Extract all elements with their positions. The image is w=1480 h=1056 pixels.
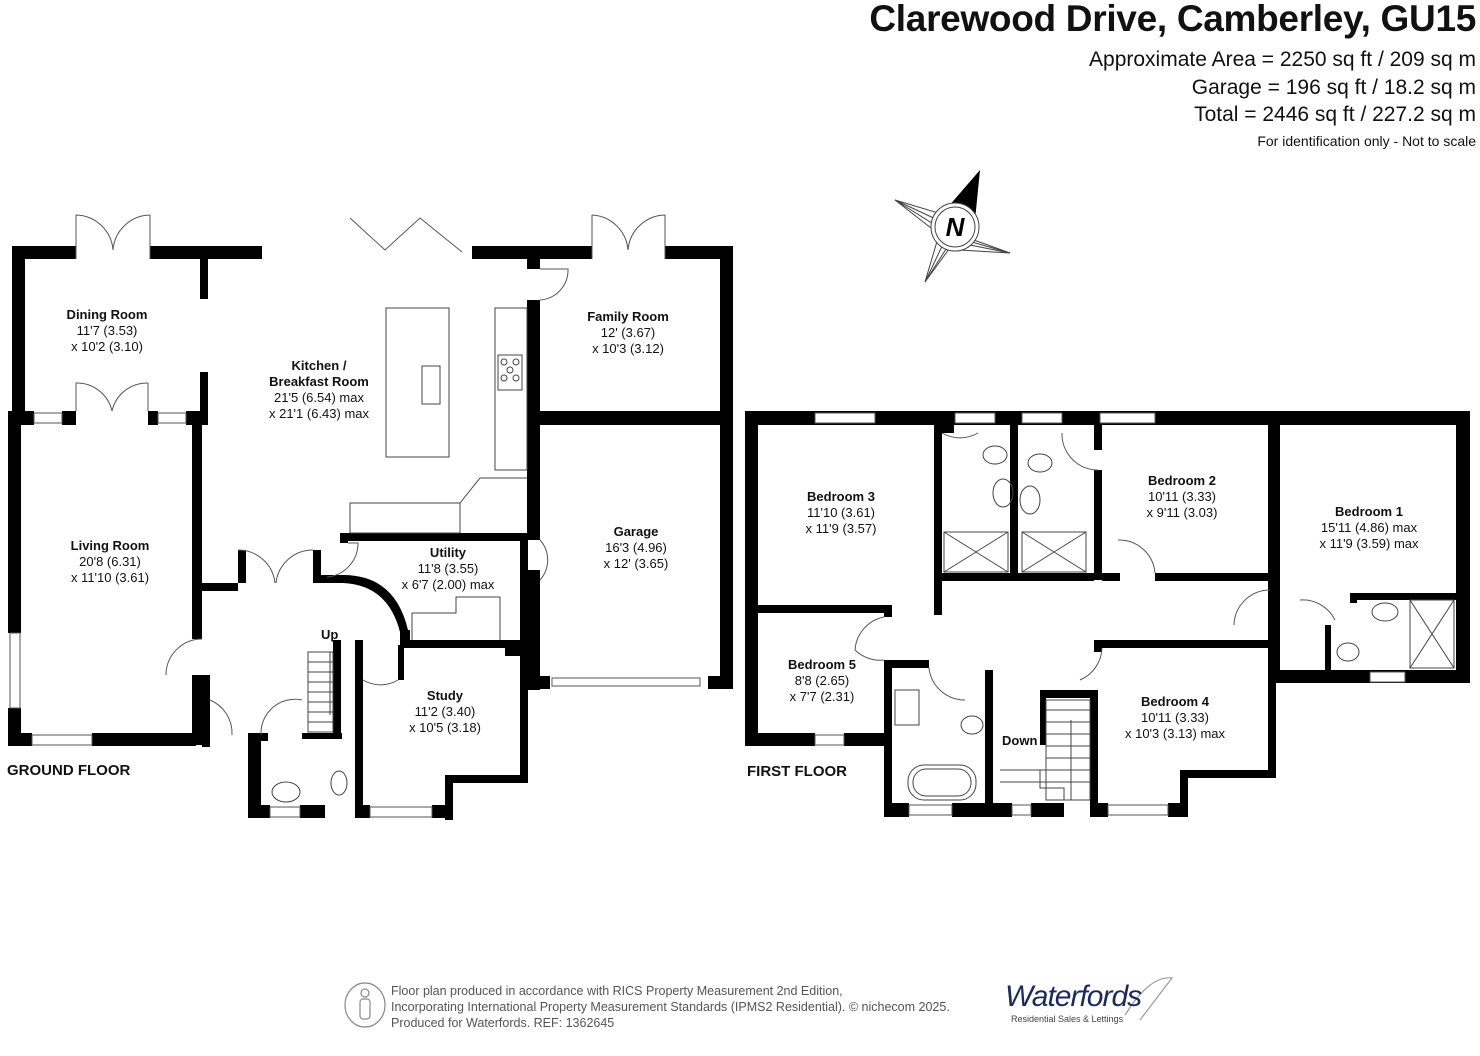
footer-disclaimer: Floor plan produced in accordance with R…	[391, 983, 950, 1031]
ground-floor-label: GROUND FLOOR	[7, 762, 131, 779]
room-label-bedroom-4: Bedroom 4 10'11 (3.33) x 10'3 (3.13) max	[1124, 694, 1226, 741]
logo-brand: Waterfords	[1005, 980, 1142, 1013]
scale-note: For identification only - Not to scale	[1257, 133, 1476, 149]
room-label-family-room: Family Room 12' (3.67) x 10'3 (3.12)	[587, 309, 669, 356]
room-label-bedroom-2: Bedroom 2 10'11 (3.33) x 9'11 (3.03)	[1146, 473, 1218, 520]
compass-icon: N	[894, 170, 1011, 283]
garage-area: Garage = 196 sq ft / 18.2 sq m	[1191, 76, 1476, 99]
room-label-bedroom-1: Bedroom 1 15'11 (4.86) max x 11'9 (3.59)…	[1319, 504, 1419, 551]
footer-line-2: Incorporating International Property Mea…	[391, 1000, 950, 1014]
room-label-garage: Garage 16'3 (4.96) x 12' (3.65)	[603, 524, 669, 571]
first-floor-label: FIRST FLOOR	[747, 763, 847, 780]
property-title: Clarewood Drive, Camberley, GU15	[869, 0, 1476, 39]
logo-subtitle: Residential Sales & Lettings	[1011, 1014, 1124, 1024]
footer-line-3: Produced for Waterfords. REF: 1362645	[391, 1016, 615, 1030]
person-info-icon	[344, 982, 386, 1028]
room-label-dining-room: Dining Room 11'7 (3.53) x 10'2 (3.10)	[66, 307, 148, 354]
room-label-study: Study 11'2 (3.40) x 10'5 (3.18)	[409, 688, 481, 735]
total-area: Total = 2446 sq ft / 227.2 sq m	[1194, 103, 1476, 126]
footer-line-1: Floor plan produced in accordance with R…	[391, 984, 843, 998]
waterfords-logo: Waterfords Residential Sales & Lettings	[1005, 980, 1142, 1024]
approx-area: Approximate Area = 2250 sq ft / 209 sq m	[1089, 48, 1476, 71]
room-label-bedroom-5: Bedroom 5 8'8 (2.65) x 7'7 (2.31)	[788, 657, 856, 704]
stairs-up-label: Up	[321, 627, 339, 642]
room-label-bedroom-3: Bedroom 3 11'10 (3.61) x 11'9 (3.57)	[805, 489, 877, 536]
room-label-living-room: Living Room 20'8 (6.31) x 11'10 (3.61)	[70, 538, 150, 585]
stairs-down-label: Down	[1002, 733, 1038, 748]
room-label-utility: Utility 11'8 (3.55) x 6'7 (2.00) max	[401, 545, 495, 592]
svg-text:N: N	[946, 212, 966, 242]
room-label-kitchen: Kitchen / Breakfast Room 21'5 (6.54) max…	[268, 358, 370, 421]
